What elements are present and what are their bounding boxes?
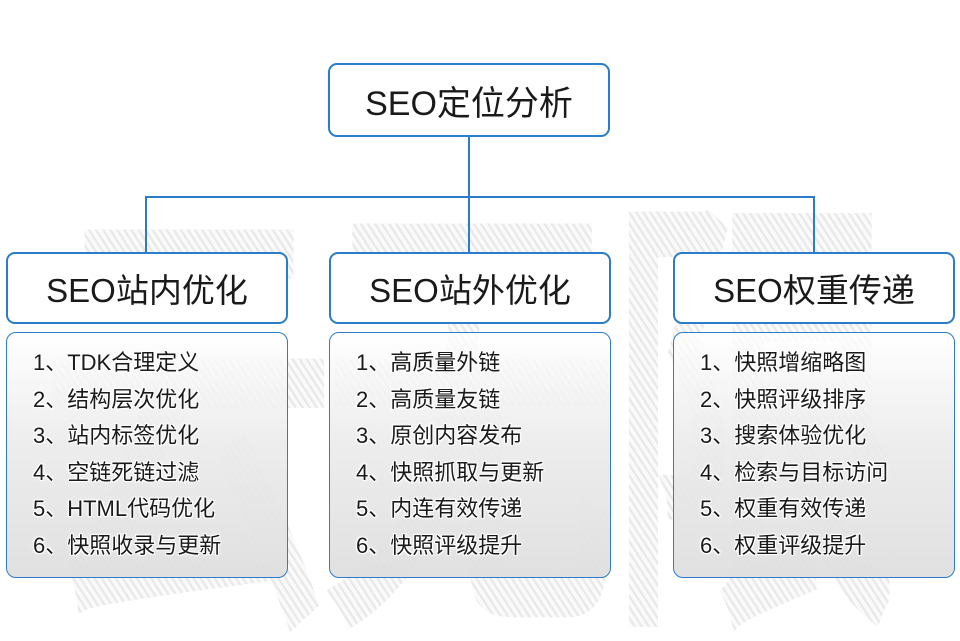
connector-right-vertical	[813, 196, 815, 252]
list-item: 4、快照抓取与更新	[356, 459, 545, 485]
branch-header-weight-title: SEO权重传递	[713, 272, 915, 309]
branch-list-offsite: 1、高质量外链 2、高质量友链 3、原创内容发布 4、快照抓取与更新 5、内连有…	[329, 332, 611, 578]
list-item: 2、快照评级排序	[700, 386, 867, 412]
list-item: 1、高质量外链	[356, 350, 501, 375]
branch-list-weight: 1、快照增缩略图 2、快照评级排序 3、搜索体验优化 4、检索与目标访问 5、权…	[673, 332, 955, 578]
list-item: 3、原创内容发布	[356, 423, 523, 448]
branch-header-onsite-title: SEO站内优化	[46, 272, 248, 309]
branch-header-onsite: SEO站内优化	[6, 252, 288, 324]
list-item: 6、快照收录与更新	[33, 532, 222, 558]
list-item: 2、高质量友链	[356, 386, 501, 412]
root-node: SEO定位分析	[328, 63, 610, 137]
list-item: 5、内连有效传递	[356, 496, 523, 521]
list-item: 1、TDK合理定义	[33, 350, 200, 375]
list-item: 3、站内标签优化	[33, 423, 200, 448]
branch-list-onsite: 1、TDK合理定义 2、结构层次优化 3、站内标签优化 4、空链死链过滤 5、H…	[6, 332, 288, 578]
list-item: 1、快照增缩略图	[700, 350, 867, 375]
branch-header-offsite: SEO站外优化	[329, 252, 611, 324]
list-item: 3、搜索体验优化	[700, 423, 867, 448]
list-item: 6、权重评级提升	[700, 532, 867, 558]
list-item: 2、结构层次优化	[33, 386, 200, 412]
connector-left-vertical	[145, 196, 147, 252]
root-node-title: SEO定位分析	[365, 84, 573, 123]
list-item: 4、空链死链过滤	[33, 459, 200, 485]
list-item: 4、检索与目标访问	[700, 459, 889, 485]
branch-header-weight: SEO权重传递	[673, 252, 955, 324]
list-item: 6、快照评级提升	[356, 532, 523, 558]
connector-horizontal	[145, 196, 815, 198]
branch-header-offsite-title: SEO站外优化	[369, 272, 571, 309]
list-item: 5、HTML代码优化	[33, 496, 216, 521]
connector-root-vertical	[468, 137, 470, 252]
list-item: 5、权重有效传递	[700, 496, 867, 521]
